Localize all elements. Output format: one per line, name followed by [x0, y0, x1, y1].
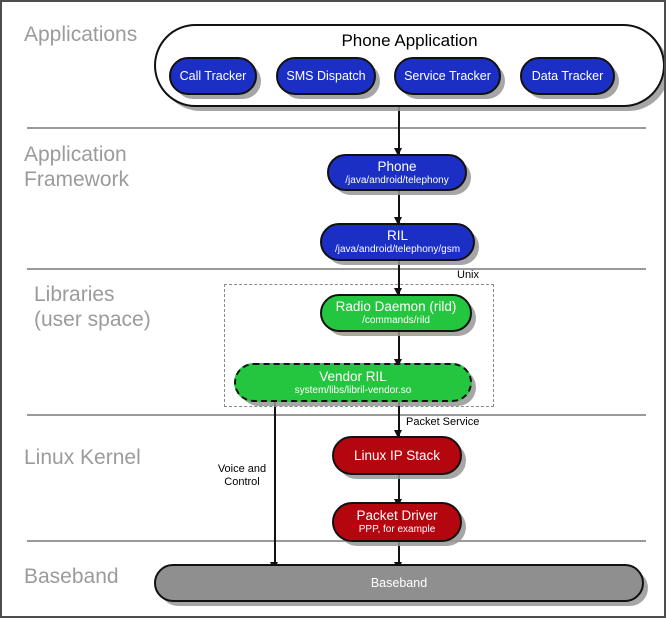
kernel-node-packet-driver-title: Packet Driver: [356, 508, 438, 523]
framework-node-phone-title: Phone: [377, 158, 417, 174]
layer-label-libraries: Libraries (user space): [34, 283, 151, 331]
kernel-node-linux-ip-stack-title: Linux IP Stack: [353, 447, 441, 463]
baseband-node-label: Baseband: [370, 576, 428, 590]
layer-label-applications: Applications: [24, 23, 138, 46]
framework-node-phone-path: /java/android/telephony: [345, 174, 449, 186]
library-node-vendor-ril-title: Vendor RIL: [319, 368, 387, 384]
arrowhead-ril-to-rild: [394, 288, 402, 296]
connector-packet-driver-to-baseband: [398, 537, 400, 570]
app-node-call-tracker[interactable]: Call Tracker: [169, 57, 257, 95]
unix-group-label: Unix: [457, 269, 480, 281]
divider-applications: [27, 127, 646, 129]
connector-rild-to-vendor-ril: [398, 332, 400, 366]
framework-node-ril-path: /java/android/telephony/gsm: [334, 244, 461, 255]
app-node-data-tracker-label: Data Tracker: [531, 69, 604, 83]
divider-libraries: [27, 414, 646, 416]
framework-node-ril-title: RIL: [386, 228, 408, 243]
connector-vendor-ril-to-baseband: [274, 399, 276, 570]
connector-phone-to-ril: [398, 190, 400, 224]
unix-group-box: [224, 284, 494, 407]
app-node-sms-dispatch[interactable]: SMS Dispatch: [276, 57, 376, 95]
divider-kernel: [27, 540, 646, 542]
divider-framework: [27, 268, 646, 270]
app-node-data-tracker[interactable]: Data Tracker: [520, 57, 615, 95]
app-node-sms-dispatch-label: SMS Dispatch: [286, 69, 366, 83]
kernel-node-packet-driver[interactable]: Packet Driver PPP, for example: [332, 502, 462, 542]
layer-label-linux-kernel: Linux Kernel: [24, 446, 141, 469]
library-node-vendor-ril-path: system/libs/libril-vendor.so: [294, 384, 412, 396]
edge-label-voice-and-control: Voice and Control: [217, 463, 267, 488]
connector-ip-stack-to-packet-driver: [398, 474, 400, 506]
kernel-node-linux-ip-stack[interactable]: Linux IP Stack: [332, 436, 462, 475]
app-node-call-tracker-label: Call Tracker: [179, 69, 247, 83]
baseband-node[interactable]: Baseband: [154, 564, 644, 602]
library-node-radio-daemon-title: Radio Daemon (rild): [335, 299, 457, 314]
framework-node-ril[interactable]: RIL /java/android/telephony/gsm: [320, 223, 475, 261]
library-node-radio-daemon-path: /commands/rild: [362, 315, 430, 326]
arrowhead-phone-to-ril: [394, 217, 402, 225]
library-node-vendor-ril[interactable]: Vendor RIL system/libs/libril-vendor.so: [234, 363, 472, 402]
app-node-service-tracker-label: Service Tracker: [404, 69, 491, 83]
framework-node-phone[interactable]: Phone /java/android/telephony: [327, 154, 467, 191]
connector-apps-to-phone: [398, 107, 400, 154]
library-node-radio-daemon[interactable]: Radio Daemon (rild) /commands/rild: [320, 294, 472, 332]
edge-label-packet-service: Packet Service: [406, 416, 480, 428]
connector-vendor-ril-to-ip-stack: [398, 399, 400, 437]
arrowhead-vendor-ril-to-ip-stack: [394, 430, 402, 438]
phone-application-title: Phone Application: [341, 31, 478, 50]
app-node-service-tracker[interactable]: Service Tracker: [394, 57, 501, 95]
arrowhead-apps-to-phone: [394, 148, 402, 156]
connector-ril-to-rild: [398, 260, 400, 295]
layer-label-application-framework: Application Framework: [24, 143, 130, 191]
kernel-node-packet-driver-sub: PPP, for example: [358, 524, 436, 535]
layer-label-baseband: Baseband: [24, 565, 119, 588]
